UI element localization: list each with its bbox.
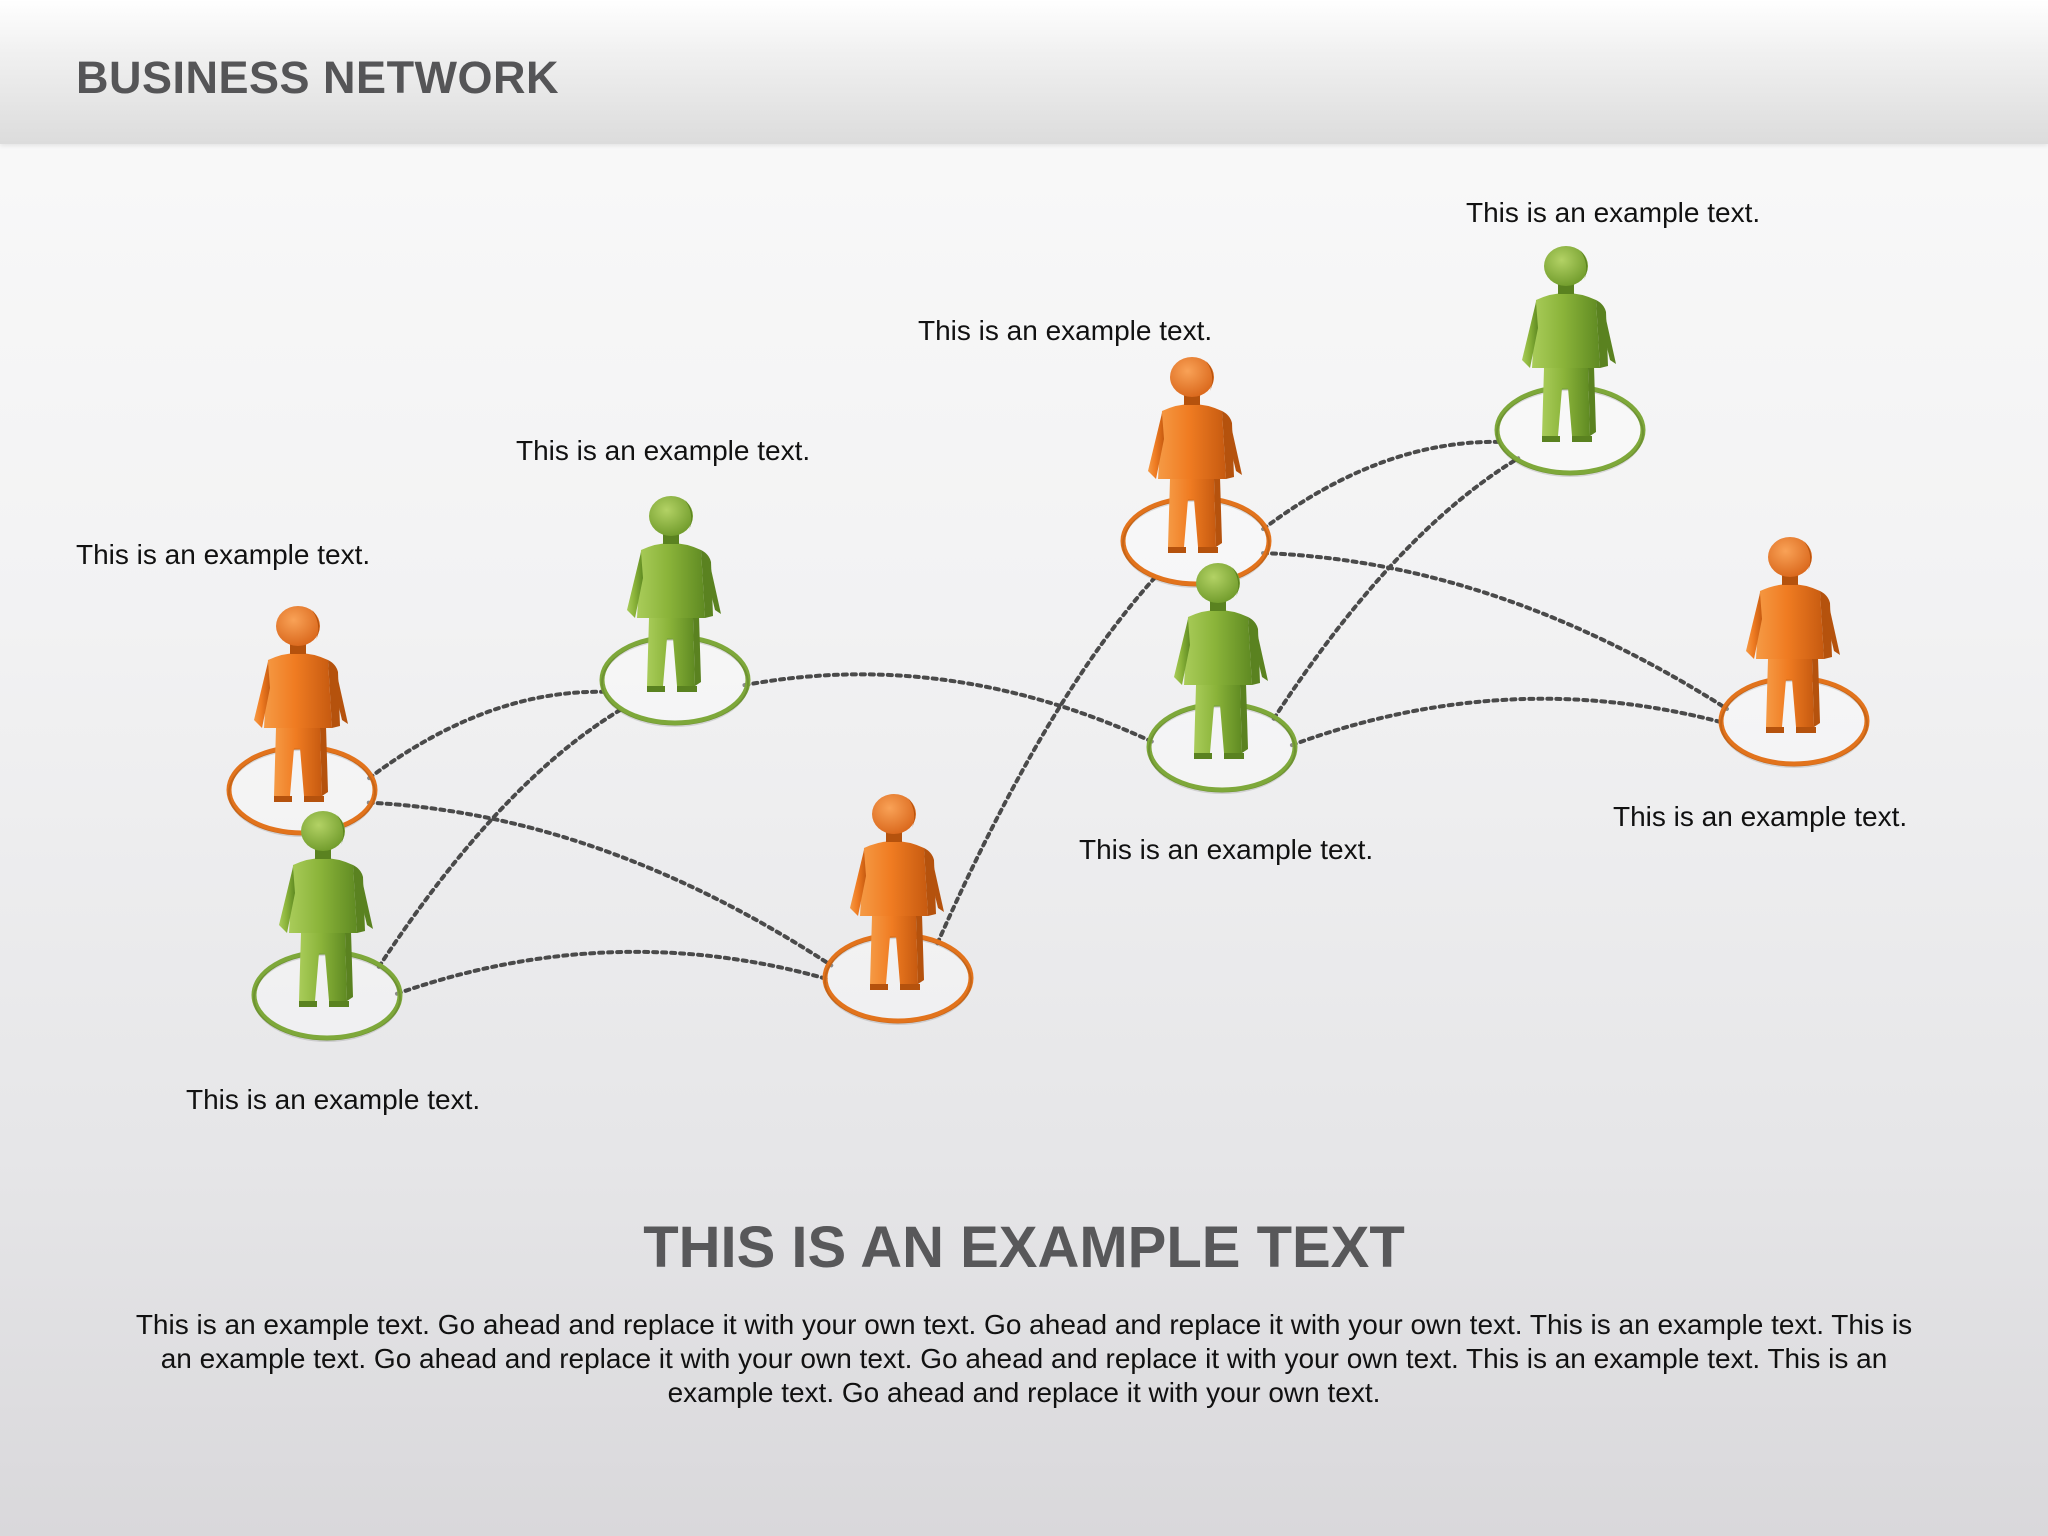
link-p5-p7 [1261, 439, 1505, 532]
link-p1-p4 [366, 800, 834, 968]
person-node-p4 [822, 794, 974, 1025]
person-icon [254, 606, 348, 802]
person-icon [1522, 246, 1616, 442]
link-p4-p5 [935, 573, 1159, 946]
link-p2-p4 [394, 949, 831, 996]
person-icon [1174, 563, 1268, 759]
person-node-p5 [1120, 357, 1272, 588]
link-p6-p8 [1289, 696, 1727, 748]
page-title: BUSINESS NETWORK [76, 52, 560, 103]
link-p6-p7 [1271, 456, 1521, 721]
person-node-p8 [1718, 537, 1870, 768]
link-p1-p3 [367, 689, 610, 781]
caption-p3: This is an example text. [516, 435, 811, 466]
main-title: THIS IS AN EXAMPLE TEXT [643, 1215, 1405, 1280]
person-icon [1148, 357, 1242, 553]
caption-p5: This is an example text. [918, 315, 1213, 346]
person-node-p7 [1494, 246, 1646, 477]
person-node-p3 [599, 496, 751, 727]
caption-p8: This is an example text. [1613, 801, 1908, 832]
links-layer [366, 439, 1729, 996]
link-p5-p8 [1261, 551, 1729, 711]
person-node-p6 [1146, 563, 1298, 794]
person-icon [1746, 537, 1840, 733]
link-p2-p3 [376, 706, 626, 969]
caption-p1: This is an example text. [76, 539, 371, 570]
caption-p7: This is an example text. [1466, 197, 1761, 228]
person-icon [627, 496, 721, 692]
main-body-text: This is an example text. Go ahead and re… [135, 1309, 1913, 1408]
person-node-p2 [251, 811, 403, 1042]
caption-p6: This is an example text. [1079, 834, 1374, 865]
header-bar: BUSINESS NETWORK [0, 0, 2048, 144]
caption-p2: This is an example text. [186, 1084, 481, 1115]
person-node-p1 [226, 606, 378, 837]
nodes-layer [226, 246, 1870, 1042]
link-p3-p6 [742, 672, 1155, 744]
person-icon [850, 794, 944, 990]
person-icon [279, 811, 373, 1007]
